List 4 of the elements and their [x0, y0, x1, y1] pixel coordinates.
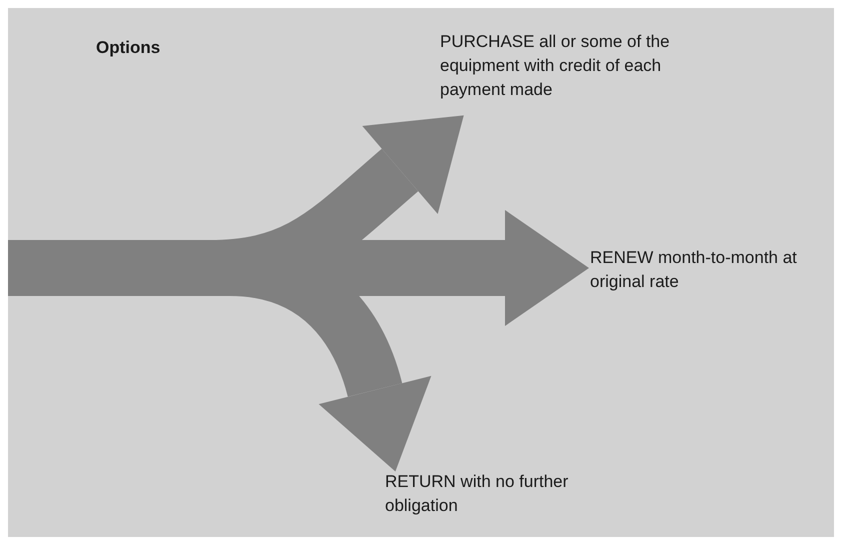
option-text: RENEW month-to-month at original rate — [590, 246, 830, 294]
option-text: PURCHASE all or some of the equipment with credit of each payment made — [440, 30, 700, 102]
title: Options — [96, 38, 160, 58]
option-text: RETURN with no further obligation — [385, 470, 585, 518]
